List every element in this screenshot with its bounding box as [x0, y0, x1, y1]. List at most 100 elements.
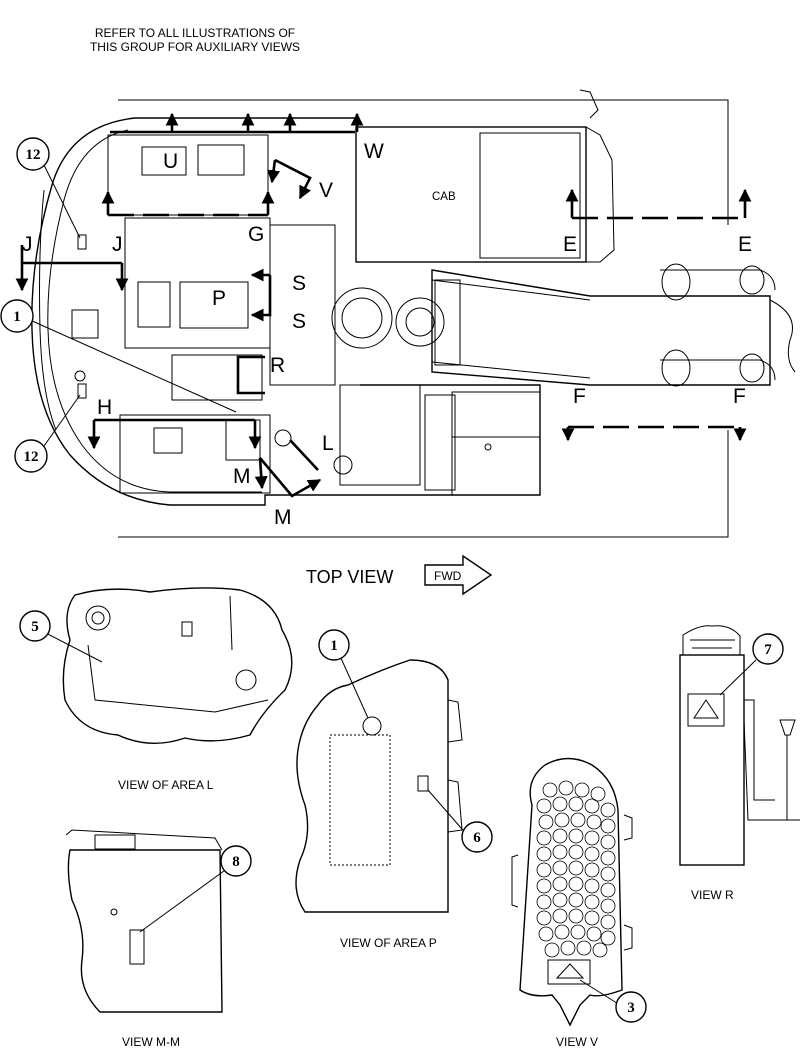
view-mm: 8 VIEW M-M [65, 829, 252, 1049]
area-p-panel [329, 734, 391, 866]
arrow-v2 [267, 159, 281, 184]
callout-12-top-text: 12 [26, 147, 41, 163]
section-letter-s-top: S [292, 272, 306, 295]
frame-line-top [118, 99, 729, 225]
callout-5-text: 5 [31, 619, 39, 635]
section-letter-r: R [270, 354, 285, 377]
panel-middle-box2 [179, 281, 249, 329]
battery-box-inner [153, 427, 183, 454]
area-l-fitting-inner [91, 611, 105, 625]
leader-6 [427, 789, 469, 837]
cab-front [585, 126, 615, 263]
cap-small [74, 370, 86, 382]
section-letter-v: V [319, 179, 333, 202]
callout-8-text: 8 [232, 854, 240, 870]
fitting-m [274, 429, 292, 447]
boom-inner [431, 279, 591, 379]
side-panel [71, 309, 99, 339]
section-letter-e-right: E [738, 233, 752, 256]
view-v-outline [519, 757, 623, 1027]
callout-12-bottom: 12 [14, 439, 48, 473]
fwd-label: FWD [434, 569, 462, 583]
panel-middle-box1 [137, 281, 171, 328]
view-mm-top [65, 829, 223, 851]
callout-circle-1-area-p [318, 629, 350, 661]
cylinder-pin-bottom [661, 349, 691, 387]
area-l-fitting [85, 605, 111, 631]
machine-outline [31, 117, 541, 506]
counterweight-edge [39, 189, 57, 431]
view-v-tab-right [623, 814, 633, 841]
swivel-inner [405, 307, 435, 337]
fitting-l [333, 455, 353, 475]
callout-1-top-text: 1 [13, 309, 21, 325]
view-v-base [547, 959, 591, 985]
decal-12-bottom [77, 383, 87, 399]
boom-outline [431, 269, 771, 386]
fuel-tank [451, 391, 541, 496]
callout-circle-8 [220, 845, 252, 877]
top-view-title: TOP VIEW [306, 567, 393, 587]
area-p-caption: VIEW OF AREA P [340, 936, 437, 950]
panel-upper-filter2 [197, 144, 245, 176]
callout-circle-7 [752, 633, 784, 665]
machine-outline-inner [47, 129, 262, 493]
cylinder-end-top [739, 265, 765, 295]
pump-area [339, 384, 421, 486]
cab-mirror [579, 89, 599, 119]
area-p-tab2 [447, 779, 463, 833]
area-l-clip [181, 621, 193, 637]
view-mm-outline [67, 849, 223, 1013]
view-v-tab-right2 [623, 924, 633, 951]
area-p-tab [447, 699, 463, 743]
view-v-caption: VIEW V [556, 1035, 598, 1049]
section-letter-m-top: M [233, 465, 251, 488]
area-p-outline [295, 659, 449, 913]
battery-box [119, 414, 271, 494]
area-p-hole [362, 716, 382, 736]
panel-upper-filter1 [141, 146, 187, 176]
stick-end [769, 299, 796, 373]
arrow-l [289, 439, 319, 471]
top-view: 12 1 12 U V W G J J S S P R H L M M E E … [0, 89, 796, 596]
arrow-s-bottom [250, 275, 272, 322]
callout-circle [14, 439, 48, 473]
area-l-caption: VIEW OF AREA L [118, 778, 214, 792]
leader-1-area-p [339, 655, 369, 719]
swing-gear [331, 287, 393, 349]
fwd-arrow-icon [424, 554, 493, 596]
callout-1-area-p-text: 1 [330, 638, 338, 654]
section-letter-p: P [212, 287, 226, 310]
callout-circle-6 [461, 821, 493, 853]
callout-circle [16, 137, 50, 171]
arrow-m-bottom [254, 457, 268, 490]
callout-7-text: 7 [764, 642, 772, 658]
arrow-m-top [259, 457, 322, 498]
arrow-r [236, 355, 265, 395]
section-letter-u: U [163, 150, 178, 173]
callout-circle-5 [19, 610, 51, 642]
valve-block [424, 394, 456, 491]
section-letter-e-left: E [563, 233, 577, 256]
tank-r [171, 354, 263, 401]
section-letter-g: G [248, 223, 264, 246]
leader-1 [29, 319, 237, 413]
area-l-outline [62, 587, 293, 745]
leader-3 [579, 979, 621, 1006]
section-letter-j-right: J [112, 233, 123, 256]
view-r-pipe2 [743, 719, 800, 821]
leader-5 [39, 629, 103, 663]
view-r-tank [679, 654, 745, 866]
reference-note-line2: THIS GROUP FOR AUXILIARY VIEWS [89, 40, 301, 54]
swing-gear-inner [341, 297, 383, 339]
fuel-tank-cap [484, 443, 492, 451]
section-letter-m-bottom: M [274, 506, 292, 529]
leader-12-bottom [43, 394, 81, 447]
arrow-v [274, 158, 312, 200]
view-r-knob [779, 719, 796, 736]
view-mm-component [94, 834, 136, 850]
section-arrows [15, 112, 752, 498]
swivel [395, 297, 445, 347]
leader-12-top [43, 164, 81, 239]
